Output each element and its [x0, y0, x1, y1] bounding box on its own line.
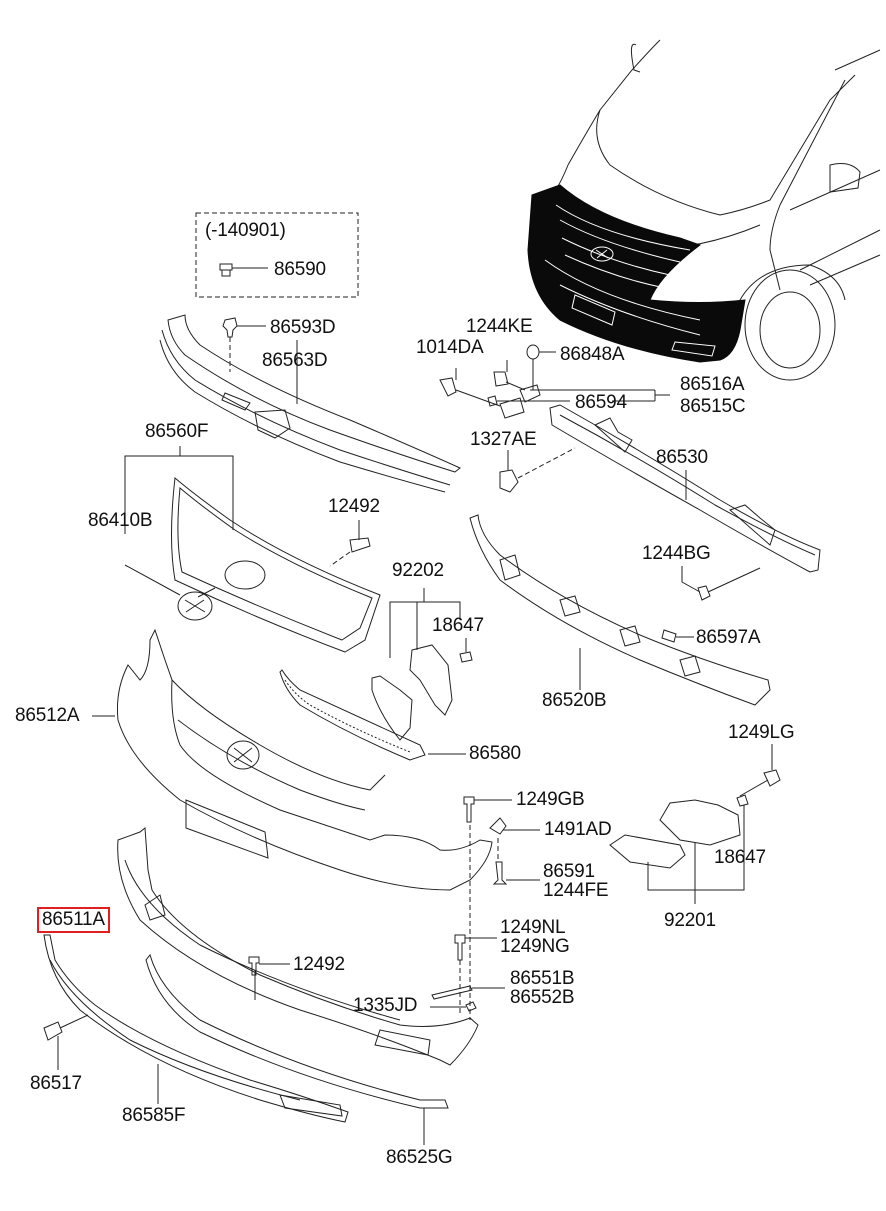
part-label-86848A[interactable]: 86848A: [560, 344, 625, 365]
part-label-12492-upper[interactable]: 12492: [328, 496, 380, 517]
part-label-1249GB[interactable]: 1249GB: [516, 789, 585, 810]
part-label-86563D[interactable]: 86563D: [262, 350, 328, 371]
part-label-86551B[interactable]: 86551B: [510, 968, 575, 989]
part-label-86580[interactable]: 86580: [469, 743, 521, 764]
vehicle-overview-illustration: [527, 39, 881, 381]
part-label-86517[interactable]: 86517: [30, 1073, 82, 1094]
part-label-86591[interactable]: 86591: [543, 861, 595, 882]
part-label-86560F[interactable]: 86560F: [145, 421, 209, 442]
part-label-1249LG[interactable]: 1249LG: [728, 722, 795, 743]
radiator-grille-86560F: [124, 446, 381, 653]
part-label-1491AD[interactable]: 1491AD: [544, 819, 612, 840]
part-label-18647-upper[interactable]: 18647: [432, 615, 484, 636]
part-label-1014DA[interactable]: 1014DA: [416, 337, 484, 358]
fog-lamp-92201: [609, 744, 781, 904]
bracket-92202: [371, 588, 473, 741]
fasteners-center: [430, 796, 540, 1020]
lower-trims: [43, 934, 449, 1145]
part-label-1244FE[interactable]: 1244FE: [543, 880, 609, 901]
part-label-92202[interactable]: 92202: [392, 560, 444, 581]
lower-bumper-86511A: [117, 827, 479, 1066]
radiator-cover-86563D: [159, 314, 461, 493]
part-label-1244KE[interactable]: 1244KE: [466, 316, 533, 337]
part-label-86515C[interactable]: 86515C: [680, 396, 746, 417]
date-range-box: [195, 212, 359, 298]
part-label-86520B[interactable]: 86520B: [542, 690, 607, 711]
part-label-1249NL[interactable]: 1249NL: [500, 917, 566, 938]
part-label-86525G[interactable]: 86525G: [386, 1147, 453, 1168]
part-label-86597A[interactable]: 86597A: [696, 627, 761, 648]
part-label-86530[interactable]: 86530: [656, 447, 708, 468]
part-label-86512A[interactable]: 86512A: [15, 705, 80, 726]
part-label-18647-lower[interactable]: 18647: [714, 847, 766, 868]
part-label-86585F[interactable]: 86585F: [122, 1105, 186, 1126]
part-label-86594[interactable]: 86594: [575, 392, 627, 413]
bracket-hardware-group: [439, 344, 670, 493]
energy-absorber-86520B: [469, 514, 771, 706]
lower-grille-86580: [279, 669, 466, 761]
leader-lines: [459, 614, 581, 690]
part-label-86552B[interactable]: 86552B: [510, 987, 575, 1008]
part-label-86410B[interactable]: 86410B: [88, 510, 153, 531]
part-label-1327AE[interactable]: 1327AE: [470, 429, 537, 450]
part-label-12492-lower[interactable]: 12492: [293, 954, 345, 975]
part-label-1249NG[interactable]: 1249NG: [500, 936, 570, 957]
part-label-86511A-highlighted[interactable]: 86511A: [37, 907, 110, 933]
part-label-1244BG[interactable]: 1244BG: [642, 543, 711, 564]
part-label-86593D[interactable]: 86593D: [270, 317, 336, 338]
front-bumper-cover-86512A: [92, 628, 493, 891]
date-range-label: (-140901): [205, 220, 286, 241]
part-label-92201[interactable]: 92201: [664, 910, 716, 931]
bumper-beam-86530: [549, 404, 821, 601]
part-label-86590[interactable]: 86590: [274, 259, 326, 280]
part-label-1335JD[interactable]: 1335JD: [353, 995, 418, 1016]
part-label-86516A[interactable]: 86516A: [680, 374, 745, 395]
